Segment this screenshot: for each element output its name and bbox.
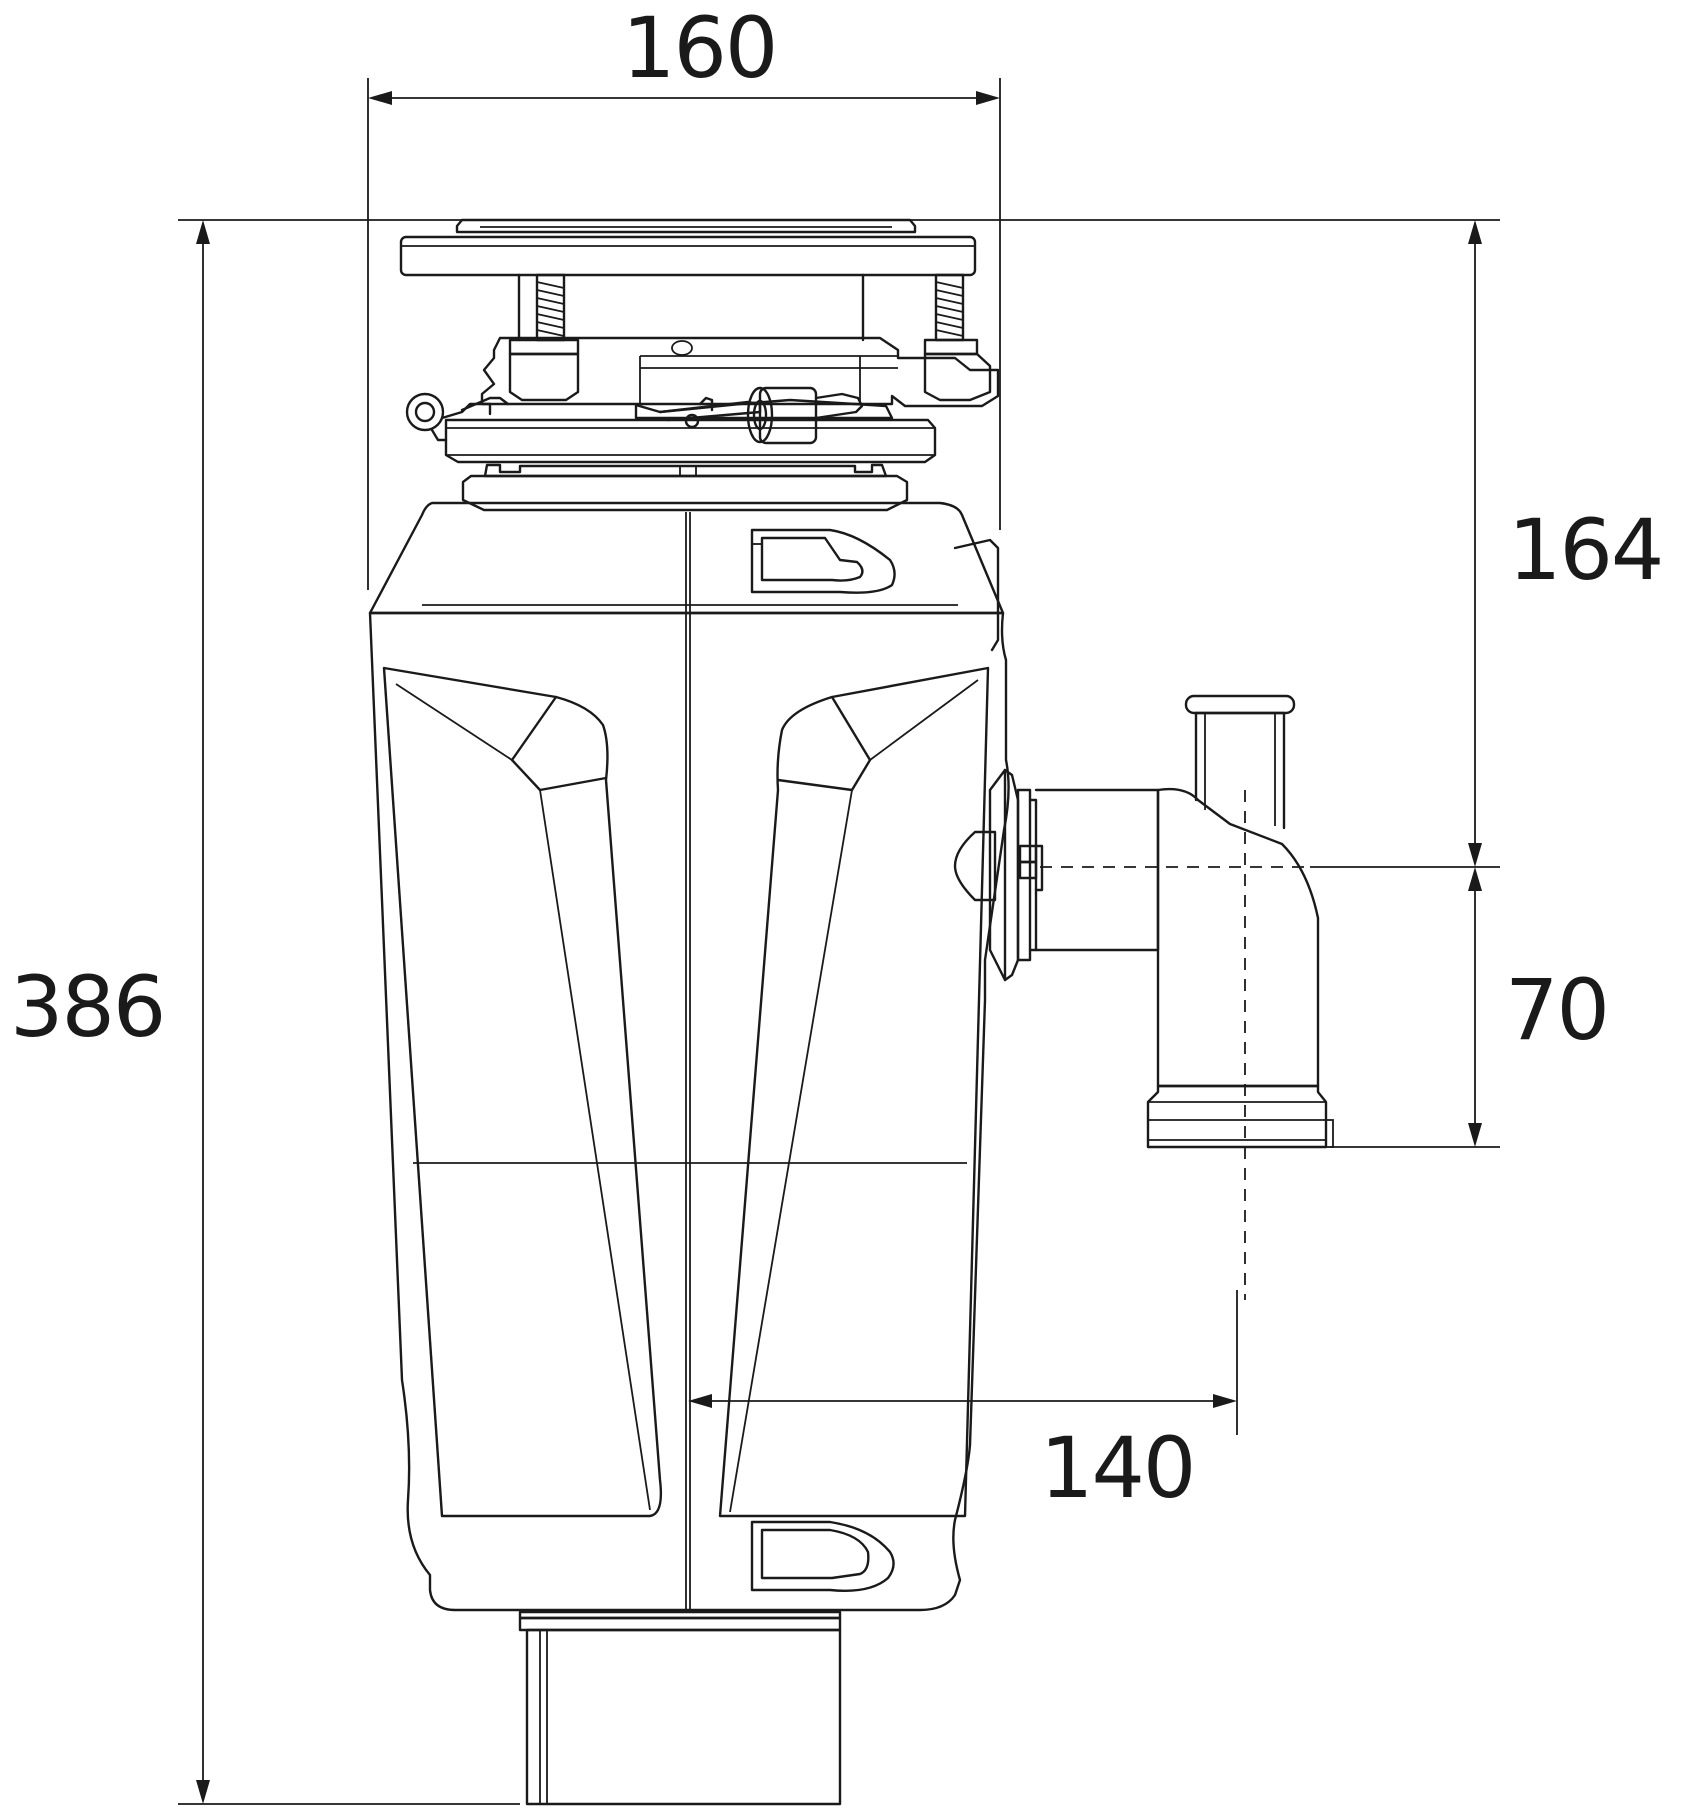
dim-height-total	[178, 219, 520, 1805]
dim-height-to-outlet	[910, 219, 1500, 867]
dim-outlet-offset-label: 140	[1040, 1419, 1196, 1517]
dimension-lines	[178, 78, 1500, 1805]
right-grip-panel	[718, 666, 990, 1518]
lower-grip-slot	[750, 1520, 895, 1592]
dim-width-top	[367, 78, 1001, 590]
outlet-elbow	[953, 694, 1334, 1300]
dim-outlet-drop	[1040, 866, 1500, 1148]
mounting-ring	[480, 336, 1000, 408]
sink-flange	[399, 218, 977, 277]
collar	[461, 463, 909, 512]
upper-grip-slot	[750, 528, 896, 594]
dim-height-total-label: 386	[10, 958, 166, 1056]
dim-height-to-outlet-label: 164	[1508, 501, 1664, 599]
dim-width-top-label: 160	[622, 0, 778, 97]
left-grip-panel	[382, 666, 663, 1518]
dim-outlet-offset	[688, 1290, 1238, 1435]
disposer-body	[368, 501, 1010, 1612]
mounting-screws	[517, 273, 965, 342]
dim-outlet-drop-label: 70	[1505, 961, 1610, 1059]
lock-lever	[405, 386, 864, 445]
bottom-spigot	[518, 1610, 842, 1806]
